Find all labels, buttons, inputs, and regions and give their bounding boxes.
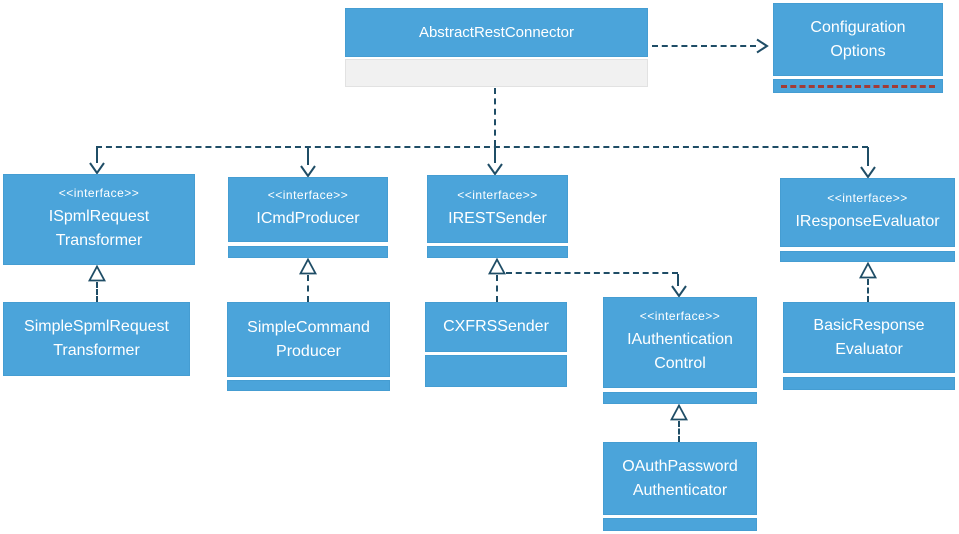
connector-cxfrs-to-irest	[496, 275, 498, 302]
connector-stub-icmd	[307, 147, 309, 165]
class-box-simple-spml-request-transformer[interactable]: SimpleSpmlRequest Transformer	[3, 302, 190, 376]
connector-hub-horizontal	[96, 146, 868, 148]
connector-stub-ispml	[96, 147, 98, 163]
stereotype-label: <<interface>>	[267, 188, 349, 202]
class-name: SimpleSpmlRequest	[24, 318, 169, 335]
class-box-abstract-rest-connector[interactable]: AbstractRestConnector	[345, 8, 648, 57]
realization-triangle-icon	[859, 262, 877, 279]
oauth-password-authenticator-members-compartment[interactable]	[603, 518, 757, 531]
realization-triangle-icon	[88, 265, 106, 282]
class-name: CXFRSSender	[443, 318, 549, 335]
class-box-cxfrs-sender[interactable]: CXFRSSender	[425, 302, 567, 352]
interface-box-iauthentication-control[interactable]: <<interface>> IAuthentication Control	[603, 297, 757, 388]
abstract-rest-connector-members-compartment[interactable]	[345, 59, 648, 87]
class-name: AbstractRestConnector	[418, 23, 575, 41]
class-name: Configuration	[810, 18, 906, 36]
class-name: SimpleCommand	[247, 318, 370, 336]
class-name: BasicResponse	[813, 316, 925, 334]
class-box-simple-command-producer[interactable]: SimpleCommand Producer	[227, 302, 390, 377]
realization-triangle-icon	[488, 258, 506, 275]
class-name: Producer	[276, 342, 341, 360]
irest-sender-members-compartment[interactable]	[427, 246, 568, 258]
stereotype-label: <<interface>>	[639, 309, 721, 323]
connector-simplespml-to-ispml	[96, 282, 98, 302]
connector-irest-to-iauth-vertical	[677, 274, 679, 286]
interface-name: IResponseEvaluator	[795, 213, 940, 230]
basic-response-evaluator-members-compartment[interactable]	[783, 377, 955, 390]
connector-basicresponse-to-iresponse	[867, 279, 869, 302]
simple-command-producer-members-compartment[interactable]	[227, 380, 390, 391]
red-dashed-separator	[780, 84, 936, 88]
class-name: Authenticator	[632, 481, 728, 499]
interface-name: IRESTSender	[448, 209, 547, 227]
connector-abstract-to-hub	[494, 88, 496, 146]
interface-name: ICmdProducer	[256, 210, 360, 227]
class-box-basic-response-evaluator[interactable]: BasicResponse Evaluator	[783, 302, 955, 373]
connector-irest-to-iauth-horizontal	[506, 272, 678, 274]
iresponse-evaluator-members-compartment[interactable]	[780, 251, 955, 262]
interface-name: Transformer	[55, 232, 143, 249]
iauthentication-control-members-compartment[interactable]	[603, 392, 757, 404]
interface-name: IAuthentication	[627, 331, 733, 348]
class-name: Evaluator	[835, 340, 903, 358]
connector-stub-iresponse	[867, 147, 869, 166]
class-name: Transformer	[53, 342, 140, 359]
class-name: OAuthPassword	[622, 457, 738, 475]
stereotype-label: <<interface>>	[58, 186, 140, 200]
interface-name: Control	[654, 355, 706, 372]
dependency-arrowhead-down-icon	[671, 285, 687, 297]
interface-box-irest-sender[interactable]: <<interface>> IRESTSender	[427, 175, 568, 243]
class-box-configuration-options[interactable]: Configuration Options	[773, 3, 943, 76]
interface-name: ISpmlRequest	[48, 208, 150, 225]
connector-abstract-to-config	[652, 45, 756, 47]
dependency-arrowhead-right-icon	[756, 38, 769, 54]
stereotype-label: <<interface>>	[457, 187, 538, 202]
configuration-options-members-compartment[interactable]	[773, 79, 943, 93]
dependency-arrowhead-down-icon	[860, 166, 876, 178]
interface-box-iresponse-evaluator[interactable]: <<interface>> IResponseEvaluator	[780, 178, 955, 247]
connector-simplecommand-to-icmd	[307, 275, 309, 302]
class-box-oauth-password-authenticator[interactable]: OAuthPassword Authenticator	[603, 442, 757, 515]
stereotype-label: <<interface>>	[827, 191, 908, 205]
interface-box-icmd-producer[interactable]: <<interface>> ICmdProducer	[228, 177, 388, 242]
connector-oauth-to-iauth	[678, 421, 680, 442]
connector-stub-irest	[494, 147, 496, 163]
cxfrs-sender-members-compartment[interactable]	[425, 355, 567, 387]
realization-triangle-icon	[299, 258, 317, 275]
realization-triangle-icon	[670, 404, 688, 421]
dependency-arrowhead-down-icon	[487, 163, 503, 175]
class-name: Options	[830, 42, 886, 60]
dependency-arrowhead-down-icon	[89, 162, 105, 174]
icmd-producer-members-compartment[interactable]	[228, 246, 388, 258]
dependency-arrowhead-down-icon	[300, 165, 316, 177]
interface-box-ispml-request-transformer[interactable]: <<interface>> ISpmlRequest Transformer	[3, 174, 195, 265]
